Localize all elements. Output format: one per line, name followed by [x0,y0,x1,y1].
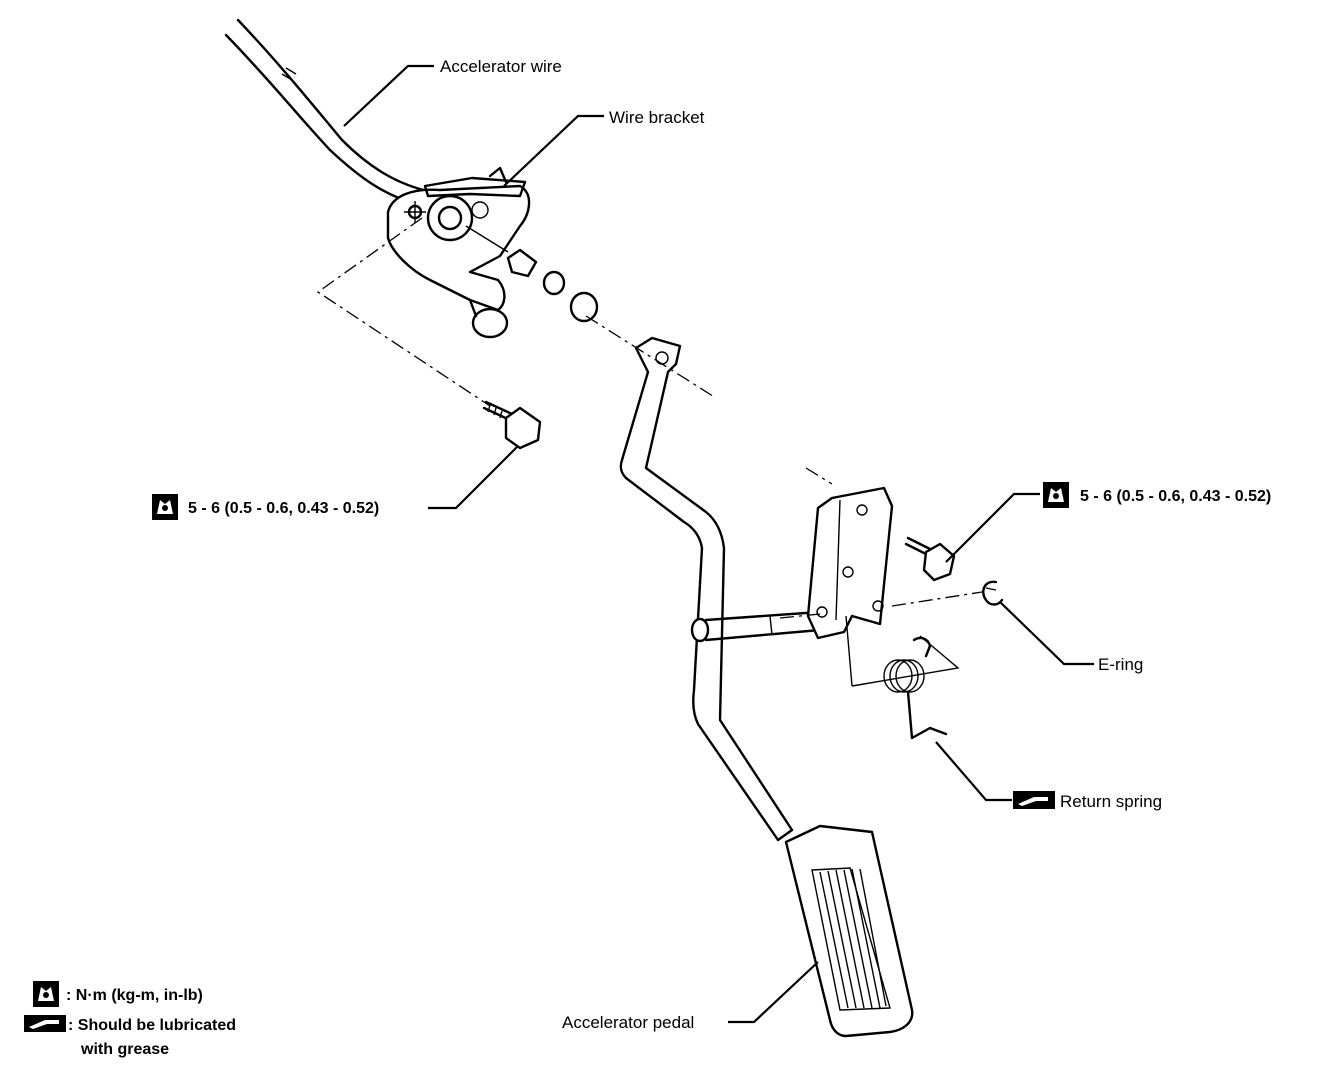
wire-end-bushing [465,225,599,323]
legend-grease-line1: : Should be lubricated [68,1017,236,1034]
torque-callout-right: 5 - 6 (0.5 - 0.6, 0.43 - 0.52) [1043,482,1271,508]
grease-gun-icon [24,1015,66,1032]
torque-wrench-icon [152,494,178,520]
grease-gun-icon [1013,791,1055,809]
return-spring-callout: Return spring [1013,791,1162,811]
pedal-pad-ribs [811,867,891,1011]
bolt-left [482,400,542,450]
legend-grease-line2: with grease [80,1041,169,1058]
accelerator-pedal [619,336,914,1038]
bolt-right [904,536,956,582]
label-return-spring: Return spring [1060,792,1162,811]
torque-wrench-icon [1043,482,1069,508]
legend-torque-unit: : N·m (kg-m, in-lb) [66,987,203,1004]
torque-wrench-icon [33,981,59,1007]
pivot-pin [690,610,822,643]
return-spring [845,615,960,740]
alignment-lines [316,217,983,619]
label-e-ring: E-ring [1098,655,1143,674]
legend: : N·m (kg-m, in-lb) : Should be lubricat… [24,981,236,1058]
e-ring [982,580,1004,606]
accelerator-wire [224,18,434,207]
torque-callout-left: 5 - 6 (0.5 - 0.6, 0.43 - 0.52) [152,494,379,520]
leader-lines [343,64,1094,1024]
torque-value-right: 5 - 6 (0.5 - 0.6, 0.43 - 0.52) [1080,488,1271,505]
pedal-bracket [806,486,894,640]
label-accelerator-pedal: Accelerator pedal [562,1013,694,1032]
label-accelerator-wire: Accelerator wire [440,57,562,76]
torque-value-left: 5 - 6 (0.5 - 0.6, 0.43 - 0.52) [188,500,379,517]
wire-bracket [386,166,531,339]
label-wire-bracket: Wire bracket [609,108,705,127]
